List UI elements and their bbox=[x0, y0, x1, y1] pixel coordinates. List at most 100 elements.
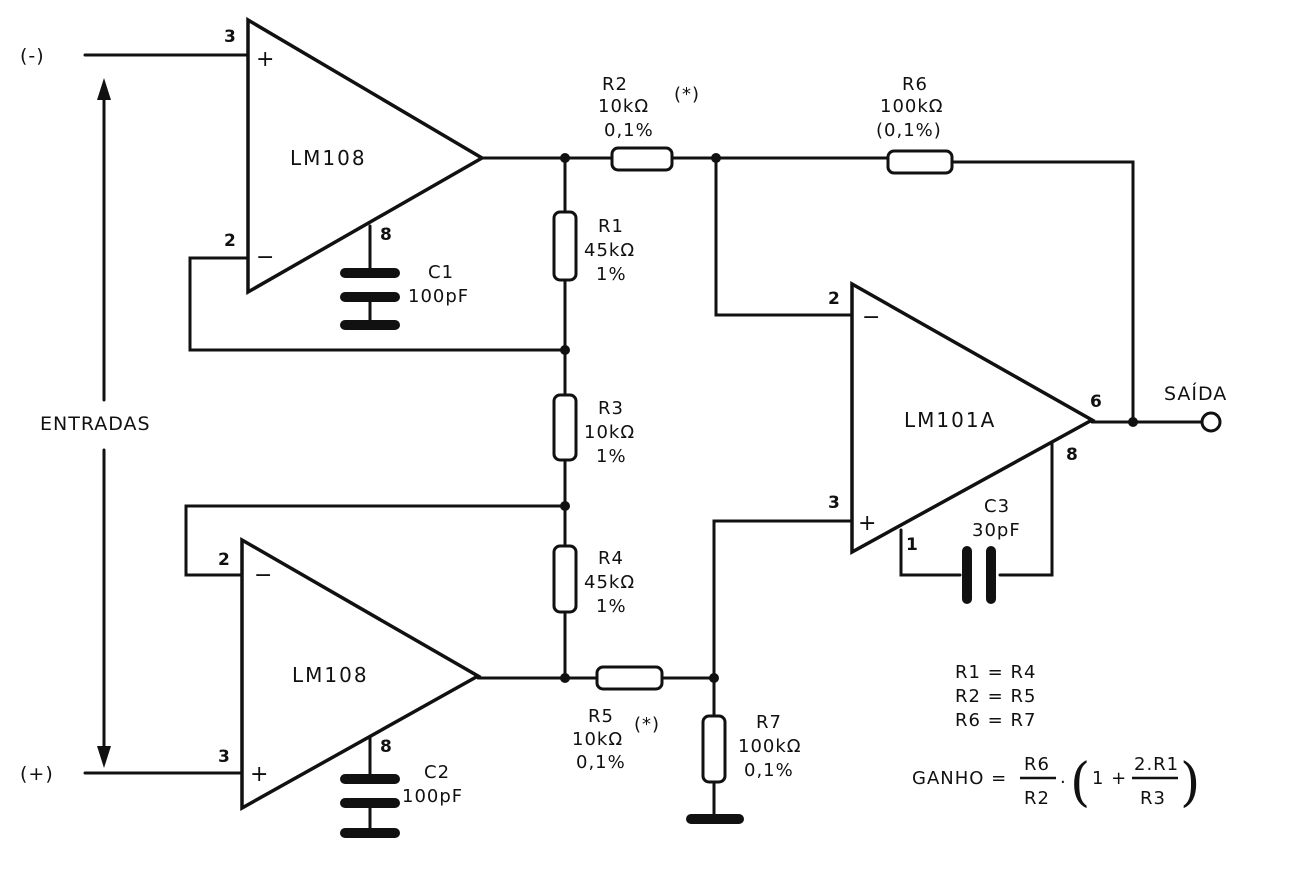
wires bbox=[83, 53, 1204, 820]
opamp-u2-plus-sign: + bbox=[250, 762, 268, 787]
capacitor-c3-name: C3 bbox=[984, 496, 1010, 517]
opamp-u1-pin2: 2 bbox=[224, 231, 236, 251]
wire-u1-feedback bbox=[188, 256, 567, 352]
resistor-r7-tol: 0,1% bbox=[744, 760, 794, 781]
equality-r1-r4: R1 = R4 bbox=[955, 662, 1036, 683]
opamp-u3-label: LM101A bbox=[904, 408, 996, 432]
resistor-r2-value: 10kΩ bbox=[598, 96, 649, 117]
resistor-r5-tol: 0,1% bbox=[576, 752, 626, 773]
opamp-u1-body bbox=[246, 16, 486, 296]
resistor-r4-name: R4 bbox=[598, 548, 624, 569]
opamp-u1: LM108 3 2 8 + − bbox=[224, 16, 486, 296]
opamp-u1-pin3: 3 bbox=[224, 27, 236, 47]
opamp-u3-pin8: 8 bbox=[1066, 445, 1078, 465]
gain-frac2-den: R3 bbox=[1140, 788, 1166, 809]
resistor-r3-name: R3 bbox=[598, 398, 624, 419]
resistor-r4: R4 45kΩ 1% bbox=[552, 544, 635, 617]
equality-r6-r7: R6 = R7 bbox=[955, 710, 1036, 731]
component-equalities: R1 = R4 R2 = R5 R6 = R7 bbox=[955, 662, 1036, 731]
arrow-head-down bbox=[97, 746, 111, 768]
junction-node bbox=[711, 153, 721, 163]
gain-formula: GANHO = R6 R2 · ( 1 + 2.R1 R3 ) bbox=[912, 753, 1200, 813]
gain-close-paren: ) bbox=[1180, 753, 1200, 813]
output-terminal: SAÍDA bbox=[1164, 382, 1227, 433]
input-minus-label: (-) bbox=[20, 45, 45, 67]
gain-open-paren: ( bbox=[1070, 753, 1090, 813]
capacitor-c3-plate-1 bbox=[962, 546, 972, 604]
opamp-u2-label: LM108 bbox=[292, 663, 369, 687]
capacitor-c1-plate-2 bbox=[340, 292, 400, 302]
capacitor-c2-name: C2 bbox=[424, 762, 450, 783]
resistor-r2: R2 (*) 10kΩ 0,1% bbox=[598, 74, 700, 172]
capacitor-c2: C2 100pF bbox=[340, 762, 463, 838]
capacitor-c1-plate-3 bbox=[340, 320, 400, 330]
resistor-r7-name: R7 bbox=[756, 712, 782, 733]
capacitor-c2-plate-3 bbox=[340, 828, 400, 838]
opamp-u1-pin8: 8 bbox=[380, 225, 392, 245]
capacitor-c1-value: 100pF bbox=[408, 286, 469, 307]
gain-frac1-den: R2 bbox=[1024, 788, 1050, 809]
resistor-r7-value: 100kΩ bbox=[738, 736, 802, 757]
wire-u3-minus bbox=[714, 156, 854, 317]
resistor-r6-tol: (0,1%) bbox=[876, 120, 942, 141]
junction-nodes bbox=[560, 153, 1138, 683]
resistor-r6-body bbox=[886, 149, 954, 175]
resistor-r2-body bbox=[610, 146, 674, 172]
resistor-r1: R1 45kΩ 1% bbox=[552, 210, 635, 285]
opamp-u3-pin3: 3 bbox=[828, 493, 840, 513]
resistor-r1-name: R1 bbox=[598, 216, 624, 237]
wire-u2-feedback bbox=[184, 504, 567, 577]
resistor-r7: R7 100kΩ 0,1% bbox=[701, 712, 802, 784]
wire-c3-left bbox=[899, 528, 962, 577]
resistor-r1-body bbox=[552, 210, 578, 282]
resistor-r5: R5 (*) 10kΩ 0,1% bbox=[572, 665, 664, 773]
capacitor-c2-value: 100pF bbox=[402, 786, 463, 807]
junction-node bbox=[560, 673, 570, 683]
opamp-u3-pin1: 1 bbox=[906, 535, 918, 555]
capacitor-c3-value: 30pF bbox=[972, 520, 1021, 541]
opamp-u2-body bbox=[240, 536, 482, 811]
wire-r6-out bbox=[950, 160, 1135, 424]
junction-node bbox=[1128, 417, 1138, 427]
junction-node bbox=[560, 501, 570, 511]
opamp-u2-pin8: 8 bbox=[380, 737, 392, 757]
entradas-arrow: ENTRADAS bbox=[40, 78, 150, 768]
resistor-r3-value: 10kΩ bbox=[584, 422, 635, 443]
junction-node bbox=[709, 673, 719, 683]
output-label: SAÍDA bbox=[1164, 382, 1227, 405]
resistor-r2-tol: 0,1% bbox=[604, 120, 654, 141]
resistor-r4-tol: 1% bbox=[596, 596, 627, 617]
opamp-u2-pin3: 3 bbox=[218, 747, 230, 767]
opamp-u3-minus-sign: − bbox=[862, 305, 880, 330]
junction-node bbox=[560, 345, 570, 355]
opamp-u1-minus-sign: − bbox=[256, 245, 274, 270]
resistor-r3: R3 10kΩ 1% bbox=[552, 393, 635, 467]
capacitor-c2-plate-2 bbox=[340, 798, 400, 808]
capacitor-c1: C1 100pF bbox=[340, 262, 469, 330]
opamp-u1-plus-sign: + bbox=[256, 47, 274, 72]
gain-label: GANHO = bbox=[912, 768, 1007, 789]
resistor-r5-mark: (*) bbox=[634, 714, 660, 735]
ground-symbol bbox=[686, 814, 744, 824]
output-terminal-circle bbox=[1200, 411, 1222, 433]
resistor-r1-value: 45kΩ bbox=[584, 240, 635, 261]
resistor-r4-value: 45kΩ bbox=[584, 572, 635, 593]
junction-node bbox=[560, 153, 570, 163]
capacitor-c2-plate-1 bbox=[340, 774, 400, 784]
resistor-r2-name: R2 bbox=[602, 74, 628, 95]
gain-one-plus: 1 + bbox=[1092, 768, 1127, 789]
equality-r2-r5: R2 = R5 bbox=[955, 686, 1036, 707]
opamp-u3-plus-sign: + bbox=[858, 511, 876, 536]
resistor-r5-name: R5 bbox=[588, 706, 614, 727]
resistor-r7-body bbox=[701, 714, 727, 784]
arrow-head-up bbox=[97, 78, 111, 100]
resistor-r5-value: 10kΩ bbox=[572, 729, 623, 750]
resistor-r6-value: 100kΩ bbox=[880, 96, 944, 117]
capacitor-c1-name: C1 bbox=[428, 262, 454, 283]
capacitor-c1-plate-1 bbox=[340, 268, 400, 278]
resistor-r2-mark: (*) bbox=[674, 84, 700, 105]
opamp-u3: LM101A 2 3 6 8 1 − + bbox=[828, 280, 1102, 555]
gain-frac2-num: 2.R1 bbox=[1134, 754, 1179, 775]
wire-c3-right bbox=[998, 438, 1054, 577]
